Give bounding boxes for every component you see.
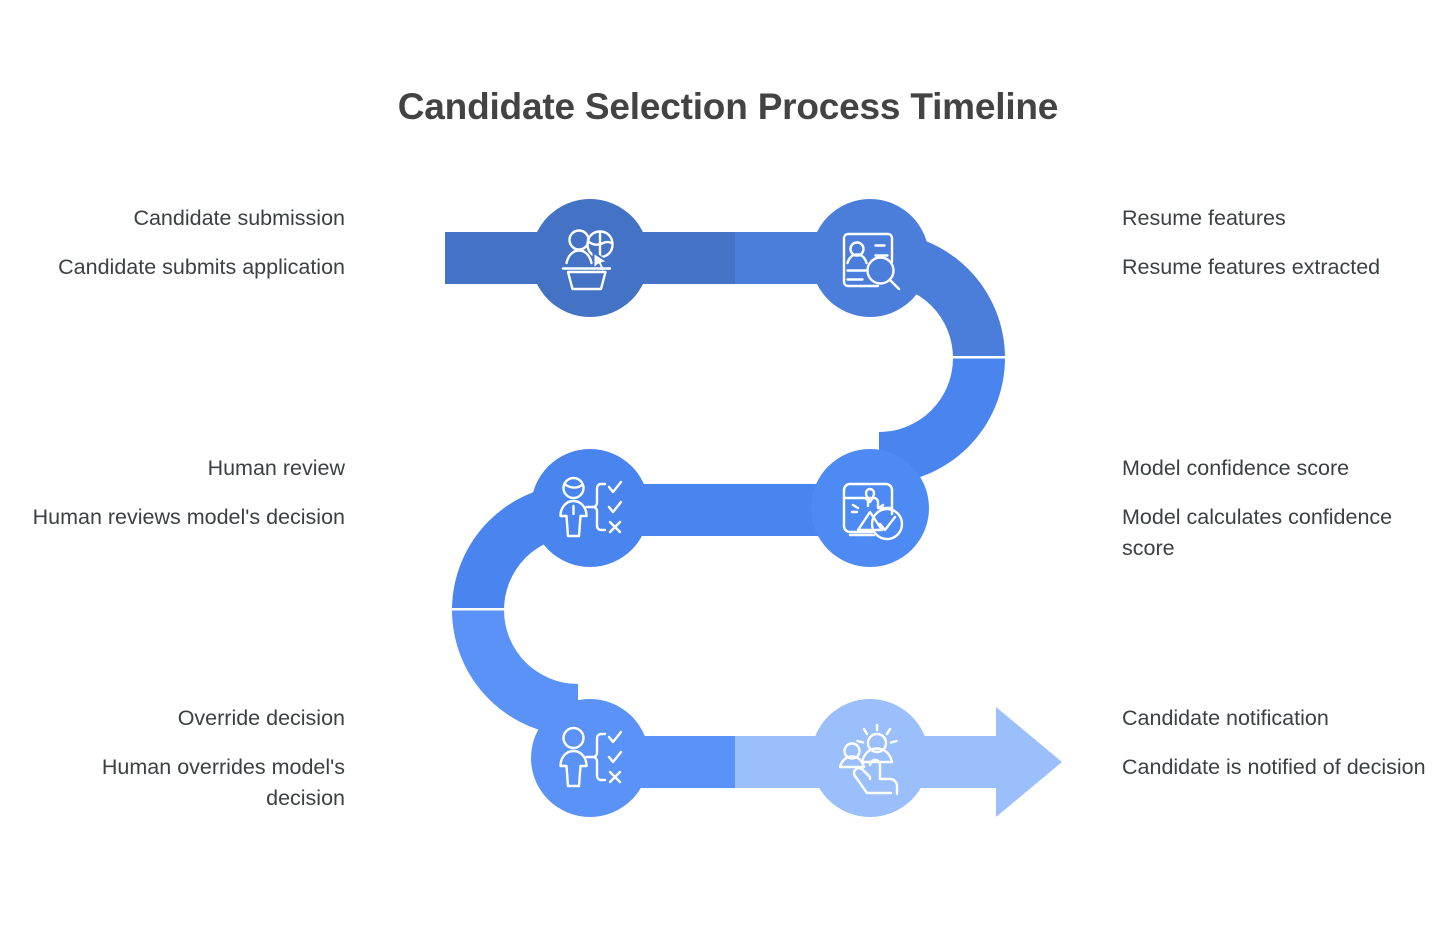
label-step-3: Human review Human reviews model's decis… — [25, 455, 345, 533]
model-confidence-check-icon — [830, 468, 910, 548]
step-2-title: Resume features — [1122, 206, 1286, 230]
step-6-title: Candidate notification — [1122, 706, 1329, 730]
override-decision-checklist-icon — [550, 718, 630, 798]
ribbon-curve-left-bottom — [452, 610, 578, 736]
label-step-6: Candidate notification Candidate is noti… — [1122, 705, 1442, 783]
node-human-review[interactable] — [531, 449, 649, 567]
step-1-description: Candidate submits application — [58, 254, 345, 279]
human-review-checklist-icon — [550, 468, 630, 548]
page-title: Candidate Selection Process Timeline — [397, 86, 1059, 127]
candidate-submission-icon — [548, 216, 632, 300]
step-1-title: Candidate submission — [133, 206, 345, 230]
node-model-confidence-score[interactable] — [811, 449, 929, 567]
label-step-4: Model confidence score Model calculates … — [1122, 455, 1442, 564]
step-2-description: Resume features extracted — [1122, 254, 1381, 279]
flow-arrowhead-icon — [880, 707, 1062, 817]
step-5-description: Human overrides model's decision — [101, 754, 345, 810]
resume-magnifier-icon — [830, 218, 910, 298]
step-3-description: Human reviews model's decision — [32, 504, 345, 529]
node-candidate-submission[interactable] — [531, 199, 649, 317]
step-4-title: Model confidence score — [1122, 456, 1350, 480]
ribbon-divider-right — [953, 356, 1005, 359]
label-step-5: Override decision Human overrides model'… — [25, 705, 345, 814]
node-override-decision[interactable] — [531, 699, 649, 817]
step-6-description: Candidate is notified of decision — [1122, 754, 1426, 779]
label-step-1: Candidate submission Candidate submits a… — [25, 205, 345, 283]
step-4-description: Model calculates confidence score — [1122, 504, 1393, 560]
ribbon-divider-left — [452, 608, 504, 611]
label-step-2: Resume features Resume features extracte… — [1122, 205, 1442, 283]
candidate-notification-icon — [829, 717, 911, 799]
node-resume-features[interactable] — [811, 199, 929, 317]
step-5-title: Override decision — [177, 706, 345, 730]
node-candidate-notification[interactable] — [811, 699, 929, 817]
step-3-title: Human review — [207, 456, 345, 480]
ribbon-curve-right-bottom — [879, 358, 1005, 484]
